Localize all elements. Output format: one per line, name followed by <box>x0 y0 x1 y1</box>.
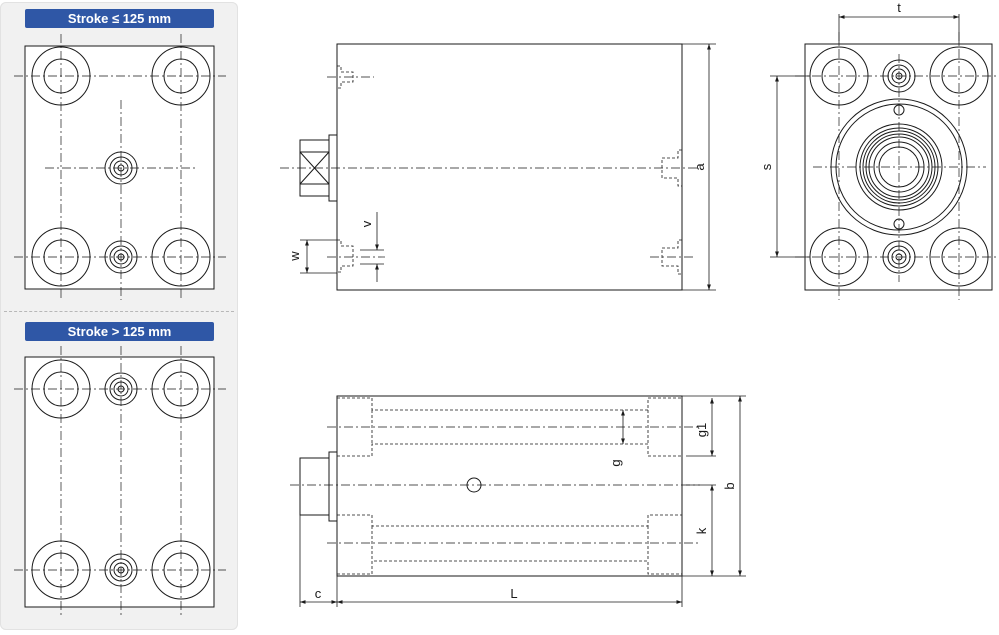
end-view-short-stroke <box>14 34 226 300</box>
dim-label-g1: g1 <box>694 423 709 437</box>
front-end-view <box>770 14 999 300</box>
side-view <box>280 43 716 291</box>
top-view <box>290 395 746 607</box>
dim-label-L: L <box>510 586 517 601</box>
dim-label-w: w <box>287 251 302 262</box>
stroke-small-badge: Stroke ≤ 125 mm <box>25 9 214 28</box>
dim-label-c: c <box>315 586 322 601</box>
dim-label-b: b <box>722 482 737 489</box>
dim-label-k: k <box>694 527 709 534</box>
panel-divider <box>4 311 234 312</box>
dim-label-s: s <box>759 163 774 170</box>
dim-label-g: g <box>608 459 623 466</box>
dim-label-a: a <box>692 163 707 171</box>
end-view-long-stroke <box>14 346 226 618</box>
dim-label-t: t <box>897 0 901 15</box>
dim-label-v: v <box>359 220 374 227</box>
stroke-large-badge: Stroke > 125 mm <box>25 322 214 341</box>
